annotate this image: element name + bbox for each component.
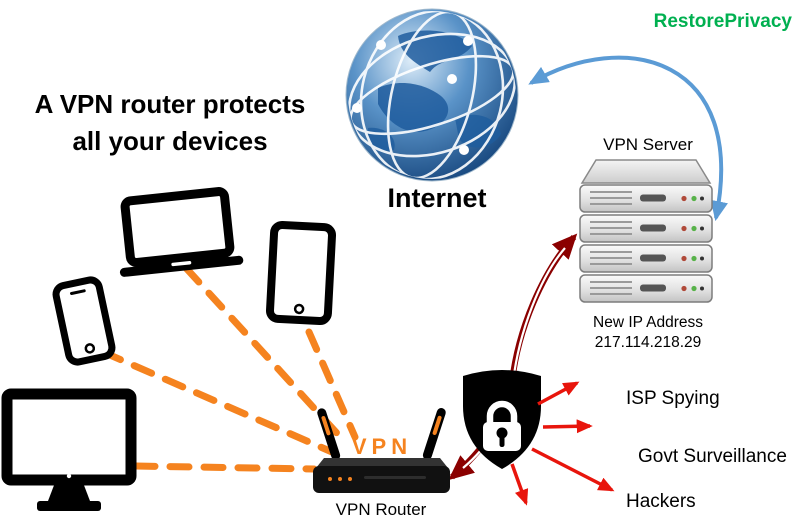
dashed-connection-smartphone — [99, 348, 336, 456]
threat-label-govt-surveillance: Govt Surveillance — [638, 446, 787, 467]
threat-arrow-govt — [542, 419, 593, 434]
threat-label-hackers: Hackers — [626, 491, 696, 512]
branding-label: RestorePrivacy — [654, 11, 793, 32]
threat-arrow-isp — [537, 381, 580, 406]
threat-label-isp-spying: ISP Spying — [626, 388, 720, 409]
internet-globe-icon — [345, 8, 519, 182]
internet-label: Internet — [387, 183, 486, 213]
device-connections — [99, 264, 359, 473]
router-vpn-badge: VPN — [352, 434, 412, 459]
dashed-connection-monitor — [132, 462, 318, 473]
title-line-1: A VPN router protects — [35, 89, 306, 119]
title-line-2: all your devices — [72, 126, 267, 156]
new-ip-address: 217.114.218.29 — [595, 334, 702, 351]
desktop-monitor-icon — [1, 388, 137, 511]
threat-arrow-hackers — [531, 447, 615, 492]
shield-lock-icon — [463, 370, 541, 469]
dashed-connection-laptop — [182, 264, 348, 445]
threat-arrow-down — [510, 463, 529, 506]
threat-arrows — [510, 381, 615, 506]
vpn-server-label: VPN Server — [603, 135, 693, 154]
new-ip-caption: New IP Address — [593, 314, 703, 331]
smartphone-icon — [52, 276, 116, 366]
laptop-icon — [119, 187, 244, 277]
vpn-router-icon — [313, 408, 450, 493]
vpn-router-label: VPN Router — [336, 500, 427, 519]
tablet-icon — [265, 220, 337, 326]
page-title: A VPN router protects all your devices — [35, 89, 306, 156]
dashed-connection-tablet — [305, 328, 359, 441]
server-rack-icon — [579, 159, 713, 303]
internet-connection-arrow — [528, 55, 728, 222]
